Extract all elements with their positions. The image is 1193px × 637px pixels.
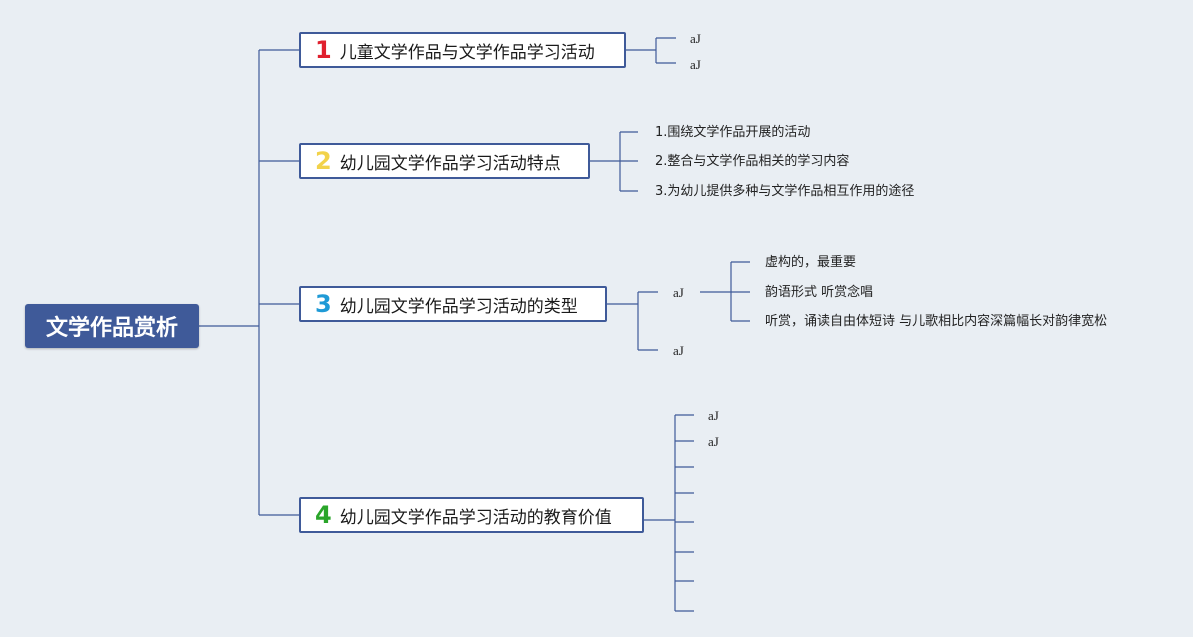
- topic-3-child-2[interactable]: aJ: [673, 343, 684, 358]
- topic-2-child-2[interactable]: 2.整合与文学作品相关的学习内容: [655, 154, 850, 169]
- topic-4-child-2[interactable]: aJ: [708, 434, 719, 449]
- topic-1-label: 儿童文学作品与文学作品学习活动: [339, 42, 595, 63]
- number-1-icon: 1: [315, 36, 332, 64]
- topic-3-grandchild-2[interactable]: 韵语形式 听赏念唱: [765, 285, 874, 300]
- topic-1-child-2[interactable]: aJ: [690, 57, 701, 72]
- topic-3-grandchild-1[interactable]: 虚构的，最重要: [765, 255, 857, 270]
- topic-2-child-1[interactable]: 1.围绕文学作品开展的活动: [655, 125, 811, 140]
- topic-4-child-1[interactable]: aJ: [708, 408, 719, 423]
- topic-4[interactable]: 4 幼儿园文学作品学习活动的教育价值: [299, 497, 644, 533]
- topic-3-label: 幼儿园文学作品学习活动的类型: [339, 296, 578, 317]
- topic-2-label: 幼儿园文学作品学习活动特点: [339, 153, 561, 174]
- topic-3-grandchild-3[interactable]: 听赏，诵读自由体短诗 与儿歌相比内容深篇幅长对韵律宽松: [765, 314, 1108, 329]
- number-2-icon: 2: [315, 147, 332, 175]
- topic-3[interactable]: 3 幼儿园文学作品学习活动的类型: [299, 286, 607, 322]
- topic-1-child-1[interactable]: aJ: [690, 31, 701, 46]
- number-4-icon: 4: [315, 501, 332, 529]
- number-3-icon: 3: [315, 290, 332, 318]
- topic-2[interactable]: 2 幼儿园文学作品学习活动特点: [299, 143, 590, 179]
- root-topic[interactable]: 文学作品赏析: [25, 304, 199, 348]
- topic-1[interactable]: 1 儿童文学作品与文学作品学习活动: [299, 32, 626, 68]
- topic-2-child-3[interactable]: 3.为幼儿提供多种与文学作品相互作用的途径: [655, 184, 915, 199]
- topic-4-label: 幼儿园文学作品学习活动的教育价值: [339, 507, 612, 528]
- topic-3-child-1[interactable]: aJ: [673, 285, 684, 300]
